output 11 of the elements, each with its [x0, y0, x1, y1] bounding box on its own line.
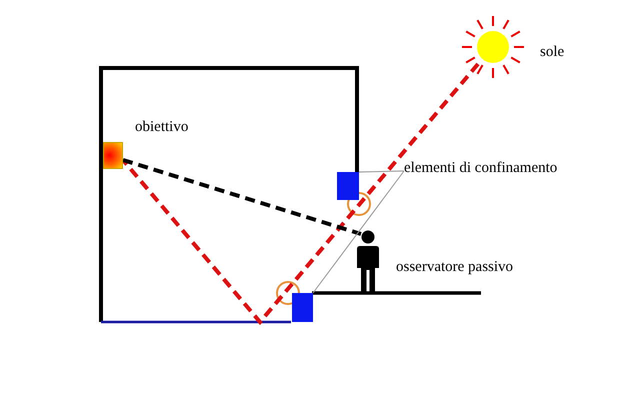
sun-label: sole [540, 43, 564, 61]
target-label: obiettivo [135, 118, 188, 136]
leader-line [312, 170, 404, 294]
confinement-block [292, 293, 313, 322]
sun-icon [462, 16, 524, 78]
callout-label: elementi di confinamento [404, 159, 558, 177]
light-ray [121, 62, 480, 326]
observer-label: osservatore passivo [396, 258, 514, 276]
confinement-block [337, 172, 359, 200]
leader-line [358, 170, 404, 172]
light-ray [122, 158, 362, 236]
